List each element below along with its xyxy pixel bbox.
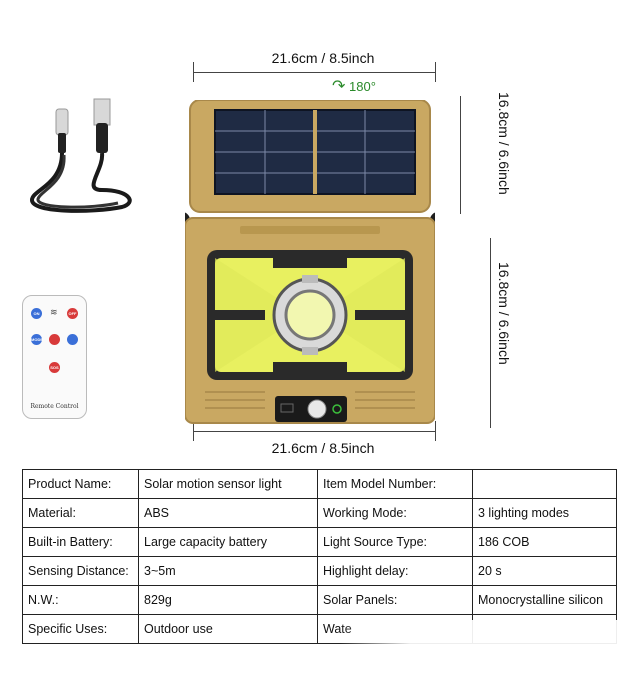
- spec-value: 20 s: [472, 556, 617, 586]
- spec-label: Highlight delay:: [317, 556, 473, 586]
- spec-value: Large capacity battery: [138, 527, 318, 557]
- lamp-height-label: 16.8cm / 6.6inch: [496, 262, 512, 365]
- table-row: Built-in Battery: Large capacity battery…: [22, 527, 617, 557]
- spec-label: Item Model Number:: [317, 469, 473, 499]
- table-row: Sensing Distance: 3~5m Highlight delay: …: [22, 556, 617, 586]
- spec-value: Outdoor use: [138, 614, 318, 644]
- table-row: Material: ABS Working Mode: 3 lighting m…: [22, 498, 617, 528]
- spec-value: 829g: [138, 585, 318, 615]
- usb-cable-icon: [29, 98, 132, 213]
- spec-label: Specific Uses:: [22, 614, 139, 644]
- lamp-height-line: [490, 238, 491, 428]
- spec-table: Product Name: Solar motion sensor light …: [22, 469, 617, 644]
- spec-value: 186 COB: [472, 527, 617, 557]
- bottom-dimension-line: [193, 431, 436, 432]
- spec-label: Solar Panels:: [317, 585, 473, 615]
- spec-value: [472, 469, 617, 499]
- spec-value: 3~5m: [138, 556, 318, 586]
- remote-control: ON ≋ OFF MODE SOS Remote Control: [22, 295, 87, 419]
- remote-mode-button: MODE: [31, 334, 43, 345]
- blur-overlay: [340, 620, 620, 645]
- spec-value: ABS: [138, 498, 318, 528]
- remote-mode-button-3: [67, 334, 78, 345]
- spec-label: Sensing Distance:: [22, 556, 139, 586]
- spec-label: Light Source Type:: [317, 527, 473, 557]
- top-dimension-line: [193, 72, 436, 73]
- spec-value: Monocrystalline silicon: [472, 585, 617, 615]
- spec-label: Built-in Battery:: [22, 527, 139, 557]
- rotation-label: ↷ 180°: [332, 78, 376, 95]
- spec-label: N.W.:: [22, 585, 139, 615]
- panel-height-line: [460, 96, 461, 214]
- bottom-width-label: 21.6cm / 8.5inch: [271, 440, 375, 456]
- spec-value: Solar motion sensor light: [138, 469, 318, 499]
- remote-label: Remote Control: [30, 403, 79, 410]
- table-row: Product Name: Solar motion sensor light …: [22, 469, 617, 499]
- panel-height-label: 16.8cm / 6.6inch: [496, 92, 512, 195]
- spec-label: Material:: [22, 498, 139, 528]
- spec-value: 3 lighting modes: [472, 498, 617, 528]
- spec-label: Working Mode:: [317, 498, 473, 528]
- table-row: N.W.: 829g Solar Panels: Monocrystalline…: [22, 585, 617, 615]
- remote-sos-button: SOS: [49, 362, 60, 373]
- signal-icon: ≋: [50, 307, 58, 317]
- solar-lamp-illustration: [185, 100, 435, 424]
- remote-on-button: ON: [31, 308, 42, 319]
- remote-mode-button-2: [49, 334, 60, 345]
- rotate-arrow-icon: ↷: [332, 78, 346, 95]
- top-width-label: 21.6cm / 8.5inch: [271, 50, 375, 66]
- spec-label: Product Name:: [22, 469, 139, 499]
- remote-off-button: OFF: [67, 308, 78, 319]
